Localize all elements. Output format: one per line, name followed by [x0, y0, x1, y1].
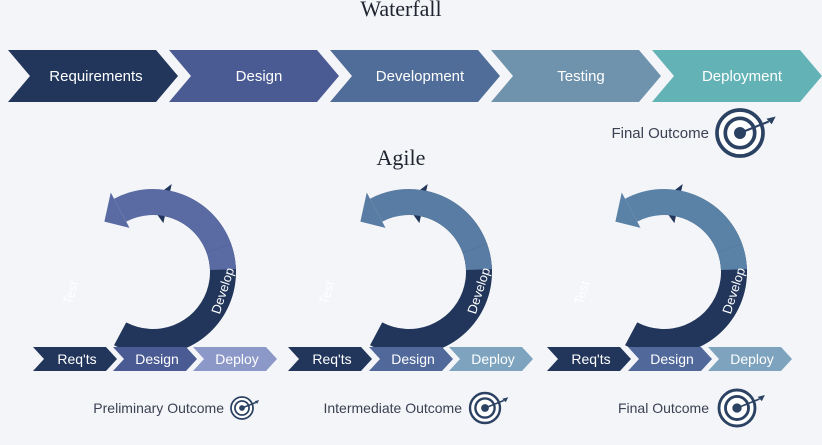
agile-step-2: [193, 347, 277, 371]
waterfall-phase-2: [330, 50, 500, 102]
test-arc: [114, 188, 231, 253]
test-arrowhead: [615, 192, 641, 228]
agile-outcome-label: Preliminary Outcome: [93, 400, 224, 416]
waterfall-title: Waterfall: [360, 0, 441, 21]
waterfall-phase-0: [8, 50, 178, 102]
agile-step-1: [369, 347, 453, 371]
target-icon: [230, 396, 260, 420]
waterfall-phase-label: Deployment: [702, 68, 783, 85]
waterfall-phase-label: Development: [376, 68, 465, 85]
test-label: Test: [60, 279, 82, 307]
test-arc: [370, 189, 487, 253]
agile-step-label: Req'ts: [312, 351, 351, 367]
test-arrowhead: [104, 192, 130, 228]
target-icon: [715, 108, 776, 158]
target-icon: [468, 391, 509, 425]
agile-step-label: Req'ts: [571, 351, 610, 367]
agile-step-0: [288, 347, 372, 371]
agile-step-label: Design: [650, 351, 694, 367]
agile-outcome-label: Intermediate Outcome: [323, 400, 462, 416]
test-arc-stem: [462, 243, 492, 271]
agile-step-2: [708, 347, 792, 371]
waterfall-phase-3: [491, 50, 661, 102]
test-label: Test: [571, 279, 593, 307]
waterfall-phases: Requirements Design Development Testing Depl…: [8, 50, 822, 102]
agile-step-2: [449, 347, 533, 371]
waterfall-phase-1: [169, 50, 339, 102]
waterfall-phase-label: Testing: [557, 68, 605, 85]
agile-step-label: Req'ts: [57, 351, 96, 367]
agile-step-1: [113, 347, 197, 371]
target-icon: [715, 108, 776, 158]
waterfall-phase-label: Requirements: [49, 68, 142, 85]
agile-step-label: Deploy: [215, 351, 259, 367]
agile-outcome-label: Final Outcome: [618, 400, 709, 416]
test-arrowhead: [360, 192, 386, 228]
agile-step-0: [547, 347, 631, 371]
agile-step-label: Design: [391, 351, 435, 367]
waterfall-outcome-label: Final Outcome: [611, 125, 709, 142]
agile-step-label: Design: [135, 351, 179, 367]
agile-step-1: [628, 347, 712, 371]
waterfall-phase-label: Design: [236, 68, 283, 85]
test-arc: [625, 189, 742, 253]
agile-step-label: Deploy: [730, 351, 774, 367]
waterfall-phase-4: [652, 50, 822, 102]
target-icon: [717, 388, 765, 428]
test-label: Test: [316, 279, 338, 307]
agile-title: Agile: [377, 145, 426, 170]
agile-step-label: Deploy: [471, 351, 515, 367]
test-arc-stem: [717, 243, 747, 271]
agile-step-0: [33, 347, 117, 371]
test-arc-stem: [206, 243, 236, 271]
